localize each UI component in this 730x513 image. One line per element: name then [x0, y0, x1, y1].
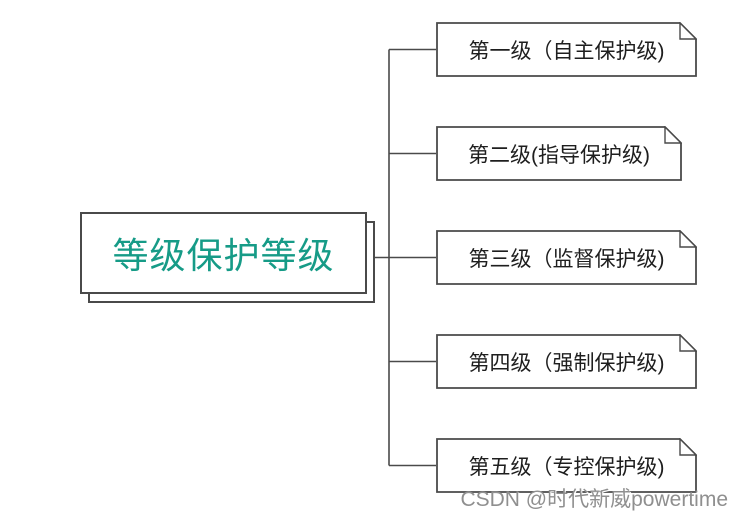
folded-corner-icon	[679, 22, 697, 40]
branch-node-3: 第三级（监督保护级)	[436, 230, 697, 285]
note-shape-outline	[436, 334, 697, 389]
note-shape-outline	[436, 230, 697, 285]
node-label: 第四级（强制保护级)	[468, 351, 665, 375]
folded-corner-icon	[664, 126, 682, 144]
branch-node-4: 第四级（强制保护级)	[436, 334, 697, 389]
folded-corner-icon	[679, 334, 697, 352]
node-label: 第三级（监督保护级)	[468, 247, 665, 271]
note-shape-outline	[436, 22, 697, 77]
folded-corner-icon	[679, 438, 697, 456]
branch-node-5: 第五级（专控保护级)	[436, 438, 697, 493]
node-shape	[436, 22, 697, 77]
node-shape	[436, 334, 697, 389]
node-shape	[436, 230, 697, 285]
node-shape	[436, 126, 682, 181]
note-shape-outline	[436, 126, 682, 181]
folded-corner-icon	[679, 230, 697, 248]
note-shape-outline	[436, 438, 697, 493]
watermark: CSDN @时代新威powertime	[460, 488, 728, 511]
node-shape	[436, 438, 697, 493]
node-label: 第一级（自主保护级)	[468, 39, 665, 63]
root-node: 等级保护等级	[80, 212, 367, 294]
branch-node-2: 第二级(指导保护级)	[436, 126, 682, 181]
root-node-label: 等级保护等级	[112, 235, 335, 276]
node-label: 第五级（专控保护级)	[468, 455, 665, 479]
node-label: 第二级(指导保护级)	[468, 143, 650, 167]
branch-node-1: 第一级（自主保护级)	[436, 22, 697, 77]
